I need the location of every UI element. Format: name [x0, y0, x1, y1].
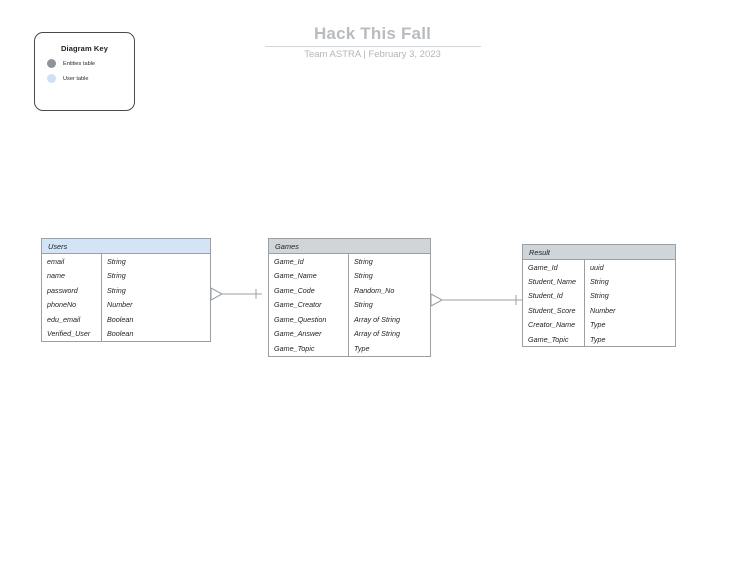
table-row: Student_Id String	[523, 288, 675, 304]
table-row: Game_Id String	[269, 254, 430, 269]
table-row: Game_Creator String	[269, 297, 430, 312]
legend-dot-entities-icon	[47, 59, 56, 68]
field-name: Game_Id	[523, 260, 585, 275]
crowsfoot-many-lower-icon	[430, 299, 443, 307]
field-type: String	[590, 277, 609, 287]
field-type: Type	[354, 343, 370, 353]
page-subtitle: Team ASTRA | February 3, 2023	[304, 49, 441, 60]
field-type: Random_No	[354, 285, 395, 295]
field-name: Verified_User	[42, 326, 102, 341]
field-name: email	[42, 254, 102, 269]
crowsfoot-many-upper-icon	[430, 293, 443, 301]
table-row: Game_Name String	[269, 268, 430, 283]
field-name: Game_Question	[269, 312, 349, 327]
entity-table-games-rows: Game_Id String Game_Name String Game_Cod…	[269, 254, 430, 356]
entity-table-games[interactable]: Games Game_Id String Game_Name String Ga…	[268, 238, 431, 357]
entity-table-users-title: Users	[42, 239, 210, 254]
field-type: String	[354, 256, 373, 266]
field-name: Creator_Name	[523, 317, 585, 332]
table-row: Game_Code Random_No	[269, 283, 430, 298]
field-type: String	[107, 285, 126, 295]
table-row: Game_Question Array of String	[269, 312, 430, 327]
table-row: email String	[42, 254, 210, 269]
field-name: Game_Code	[269, 283, 349, 298]
table-row: Game_Topic Type	[523, 331, 675, 347]
field-name: Student_Name	[523, 274, 585, 289]
diagram-key-title: Diagram Key	[61, 44, 108, 53]
field-type: String	[354, 300, 373, 310]
legend-item-user-table: User table	[35, 74, 134, 83]
page-title: Hack This Fall	[313, 24, 432, 43]
relationship-users-games[interactable]	[210, 284, 272, 306]
table-row: name String	[42, 268, 210, 283]
field-name: Game_Name	[269, 268, 349, 283]
field-type: String	[107, 256, 126, 266]
field-type: Array of String	[354, 329, 400, 339]
field-name: Game_Id	[269, 254, 349, 269]
table-row: Game_Answer Array of String	[269, 326, 430, 341]
field-type: Array of String	[354, 314, 400, 324]
table-row: Student_Name String	[523, 274, 675, 289]
entity-table-result-rows: Game_Id uuid Student_Name String Student…	[523, 260, 675, 347]
field-name: Game_Creator	[269, 297, 349, 312]
table-row: password String	[42, 283, 210, 298]
field-name: Game_Topic	[523, 331, 585, 347]
diagram-key-panel: Diagram Key Entities table User table	[34, 32, 135, 111]
entity-table-users[interactable]: Users email String name String password …	[41, 238, 211, 342]
field-type: Number	[107, 300, 133, 310]
field-name: Game_Topic	[269, 341, 349, 356]
field-type: uuid	[590, 262, 604, 272]
field-type: Type	[590, 320, 606, 330]
legend-dot-user-icon	[47, 74, 56, 83]
table-row: Game_Topic Type	[269, 341, 430, 356]
field-name: Student_Score	[523, 303, 585, 318]
table-row: Game_Id uuid	[523, 260, 675, 275]
field-type: Boolean	[107, 314, 134, 324]
relationship-games-result[interactable]	[430, 290, 524, 312]
table-row: Creator_Name Type	[523, 317, 675, 332]
table-row: phoneNo Number	[42, 297, 210, 312]
entity-table-users-rows: email String name String password String…	[42, 254, 210, 341]
field-type: Type	[590, 334, 606, 344]
field-name: Game_Answer	[269, 326, 349, 341]
entity-table-result-title: Result	[523, 245, 675, 260]
table-row: Verified_User Boolean	[42, 326, 210, 341]
entity-table-games-title: Games	[269, 239, 430, 254]
entity-table-result[interactable]: Result Game_Id uuid Student_Name String …	[522, 244, 676, 348]
legend-label-user-table: User table	[63, 75, 89, 82]
title-block: Hack This Fall Team ASTRA | February 3, …	[250, 24, 495, 62]
field-name: Student_Id	[523, 288, 585, 304]
field-name: edu_email	[42, 312, 102, 327]
legend-item-entities-table: Entities table	[35, 59, 134, 68]
field-name: password	[42, 283, 102, 298]
field-type: Boolean	[107, 329, 134, 339]
field-name: phoneNo	[42, 297, 102, 312]
field-type: Number	[590, 305, 616, 315]
field-type: String	[107, 271, 126, 281]
table-row: Student_Score Number	[523, 303, 675, 318]
field-type: String	[354, 271, 373, 281]
crowsfoot-many-lower-icon	[210, 293, 223, 301]
field-type: String	[590, 291, 609, 301]
crowsfoot-many-upper-icon	[210, 287, 223, 295]
table-row: edu_email Boolean	[42, 312, 210, 327]
field-name: name	[42, 268, 102, 283]
title-divider	[264, 46, 481, 47]
legend-label-entities-table: Entities table	[63, 60, 96, 67]
